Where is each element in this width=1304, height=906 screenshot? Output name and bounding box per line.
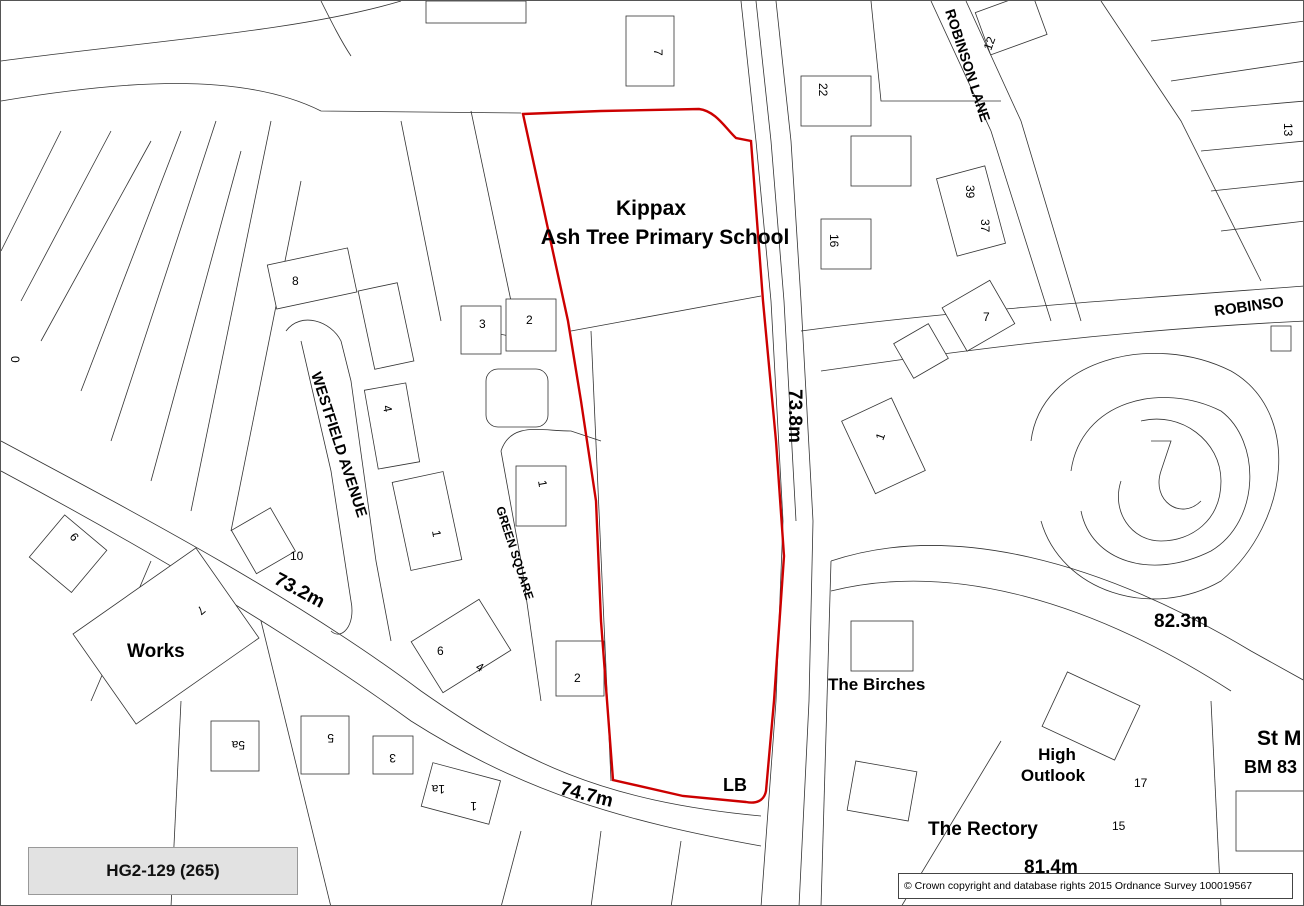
spot-height-732: 73.2m: [271, 569, 328, 613]
house-number: 2: [526, 313, 533, 327]
place-label-lb: LB: [723, 775, 747, 795]
house-number: 7: [651, 49, 665, 56]
house-number: 1: [535, 479, 550, 488]
buildings: [28, 1, 1303, 852]
house-number: 3: [479, 317, 486, 331]
place-label-works: Works: [127, 641, 185, 662]
spot-height-738: 73.8m: [784, 389, 805, 443]
house-number: 2: [574, 671, 581, 685]
house-number: 3: [389, 751, 396, 765]
site-boundary[interactable]: [521, 107, 786, 804]
house-number: 1: [873, 431, 889, 442]
place-label-st-m: St M: [1257, 727, 1301, 750]
place-label-bm: BM 83: [1244, 757, 1297, 777]
house-number: 22: [816, 83, 830, 97]
copyright-notice: © Crown copyright and database rights 20…: [898, 873, 1293, 899]
site-name-line1: Kippax: [616, 197, 686, 220]
house-number: 8: [292, 274, 299, 288]
site-reference-box: HG2-129 (265): [28, 847, 298, 895]
road-label-westfield-avenue: WESTFIELD AVENUE: [307, 370, 370, 520]
spot-height-814: 81.4m: [1024, 857, 1078, 878]
house-number: 1a: [431, 782, 445, 796]
road-label-robinson-east: ROBINSO: [1213, 293, 1285, 320]
spot-height-747: 74.7m: [558, 778, 615, 811]
place-label-high: High: [1038, 745, 1076, 764]
spot-height-823: 82.3m: [1154, 611, 1208, 632]
house-number: 4: [380, 404, 395, 413]
house-number: 6: [437, 644, 444, 658]
house-number: 39: [963, 185, 977, 199]
house-number: 1: [429, 529, 444, 538]
place-label-the-rectory: The Rectory: [928, 819, 1038, 840]
house-number: 10: [290, 549, 304, 563]
house-number: 13: [1281, 123, 1295, 137]
site-name-line2: Ash Tree Primary School: [541, 226, 790, 249]
house-number: 17: [1134, 776, 1148, 790]
house-number: 37: [978, 219, 992, 233]
house-number: 0: [8, 356, 22, 363]
place-label-outlook: Outlook: [1021, 766, 1086, 785]
house-number: 16: [827, 234, 841, 248]
house-number: 12: [981, 34, 999, 52]
place-label-the-birches: The Birches: [828, 675, 925, 694]
house-number: 15: [1112, 819, 1126, 833]
house-number: 5a: [231, 738, 245, 752]
house-number: 1: [470, 799, 477, 813]
house-number: 7: [983, 310, 990, 324]
earthwork: [1030, 352, 1280, 600]
house-number: 5: [327, 731, 334, 745]
